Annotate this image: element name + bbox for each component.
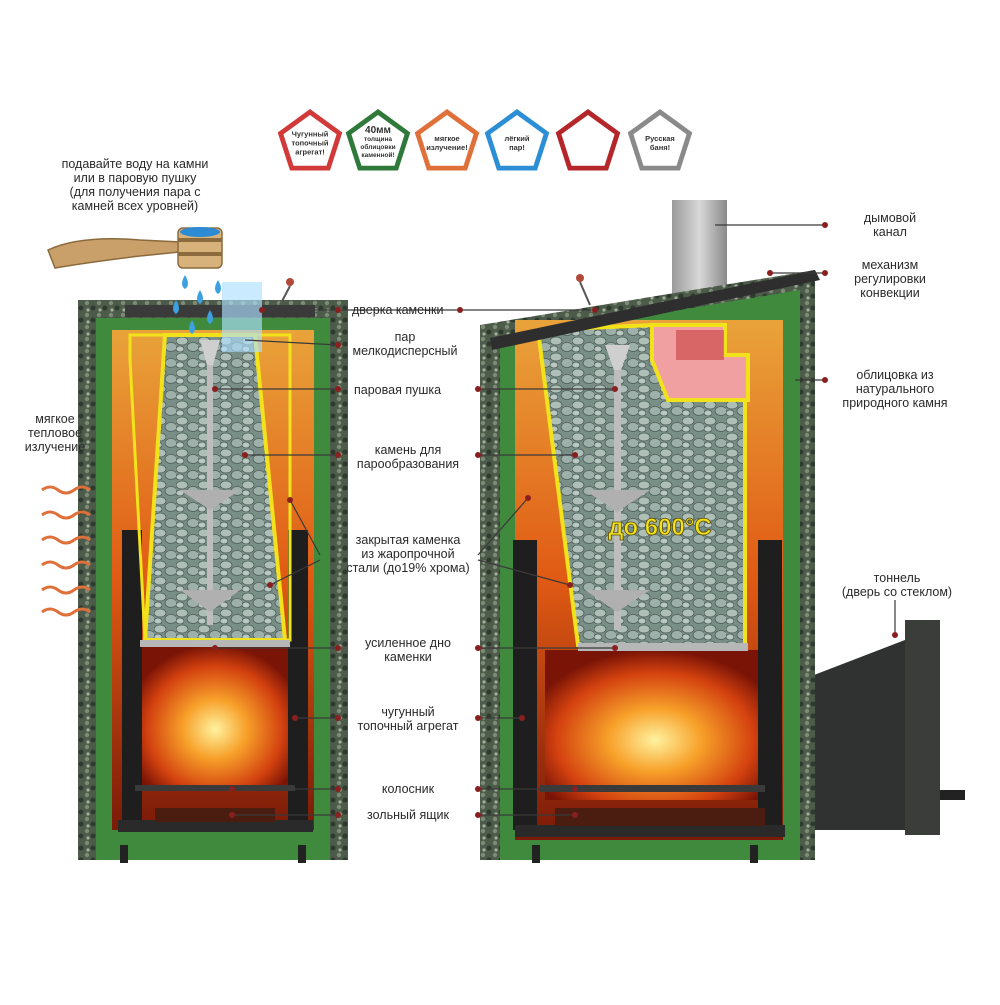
leader-lines bbox=[215, 224, 896, 816]
right-steam-gun bbox=[585, 345, 650, 630]
badge-text: облицовки bbox=[360, 143, 395, 151]
steam-gun-label: паровая пушка bbox=[354, 383, 442, 397]
right-fire bbox=[545, 650, 765, 800]
stone-door-label: дверка каменки bbox=[352, 303, 444, 317]
badge-text: мягкое bbox=[434, 134, 459, 143]
left-reinforced-bottom bbox=[140, 640, 290, 647]
ladle-icon bbox=[47, 227, 223, 269]
heat-radiation-waves-icon bbox=[41, 485, 91, 617]
fine-steam-label: пар мелкодисперсный bbox=[352, 330, 458, 358]
firebox-label: чугунный топочный агрегат bbox=[357, 705, 459, 733]
badge-text: лёгкий bbox=[504, 134, 529, 143]
badge-text: пар! bbox=[509, 143, 525, 152]
fine-steam-cloud bbox=[222, 282, 262, 352]
badge-face bbox=[420, 115, 474, 166]
left-leg-l bbox=[120, 845, 128, 863]
badge-face bbox=[351, 115, 405, 166]
temperature-label: до 600°C bbox=[608, 514, 712, 541]
right-leg-l bbox=[532, 845, 540, 863]
badge-text: излучение! bbox=[426, 143, 467, 152]
tunnel-glass-door bbox=[905, 620, 940, 835]
grate-label: колосник bbox=[381, 782, 435, 796]
feature-badges: Чугунныйтопочныйагрегат!40ммтолщинаоблиц… bbox=[277, 109, 693, 171]
water-instruction-label: подавайте воду на камни или в паровую пу… bbox=[61, 157, 209, 213]
left-leg-r bbox=[298, 845, 306, 863]
closed-chamber-label: закрытая каменка из жаропрочной стали (д… bbox=[346, 533, 470, 575]
leader-dots bbox=[212, 222, 898, 818]
tunnel-label: тоннель (дверь со стеклом) bbox=[841, 571, 953, 599]
left-coals bbox=[155, 808, 275, 822]
feature-badge bbox=[555, 109, 621, 171]
reinforced-bottom-label: усиленное дно каменки bbox=[365, 636, 451, 664]
left-ash-box bbox=[118, 820, 313, 832]
left-firebox-wall-r bbox=[288, 530, 308, 820]
badge-face bbox=[561, 115, 615, 166]
badge-face bbox=[490, 115, 544, 166]
cladding-label: облицовка из натурального природного кам… bbox=[842, 368, 948, 410]
left-stove bbox=[78, 278, 348, 863]
right-firebox-wall-l bbox=[513, 540, 537, 830]
right-firebox-wall-r bbox=[758, 540, 782, 830]
badge-face bbox=[283, 115, 337, 166]
badge-text: Чугунный bbox=[292, 130, 329, 139]
right-leg-r bbox=[750, 845, 758, 863]
ash-box-label: зольный ящик bbox=[367, 808, 449, 822]
left-steam-gun bbox=[180, 340, 240, 625]
water-drops-icon bbox=[173, 275, 221, 334]
left-stone-door bbox=[125, 305, 315, 317]
badge-text: 40мм bbox=[365, 125, 391, 136]
left-firebox-wall-l bbox=[122, 530, 142, 820]
right-door-handle bbox=[576, 274, 584, 282]
right-stone-door bbox=[490, 270, 820, 350]
badge-text: каменной! bbox=[361, 151, 394, 159]
badge-face bbox=[633, 115, 687, 166]
tunnel-handle bbox=[940, 790, 965, 800]
right-stove bbox=[480, 200, 965, 863]
hot-gas bbox=[676, 330, 724, 360]
soft-radiation-label: мягкое тепловое излучение bbox=[24, 412, 86, 454]
right-reinforced-bottom bbox=[578, 643, 748, 651]
badge-text: баня! bbox=[650, 143, 670, 152]
right-coals bbox=[555, 808, 765, 826]
badge-text: толщина bbox=[364, 136, 392, 143]
chimney-label: дымовой канал bbox=[863, 211, 917, 239]
left-grate bbox=[135, 785, 295, 791]
left-door-handle bbox=[286, 278, 294, 286]
left-fire bbox=[140, 645, 290, 785]
steam-stone-label: камень для парообразования bbox=[356, 443, 460, 471]
badge-text: агрегат! bbox=[295, 148, 325, 157]
badge-text: Русская bbox=[645, 134, 675, 143]
right-grate bbox=[540, 785, 765, 792]
right-ash-box bbox=[515, 825, 785, 837]
badge-text: топочный bbox=[292, 139, 329, 148]
convection-label: механизм регулировки конвекции bbox=[854, 258, 926, 300]
